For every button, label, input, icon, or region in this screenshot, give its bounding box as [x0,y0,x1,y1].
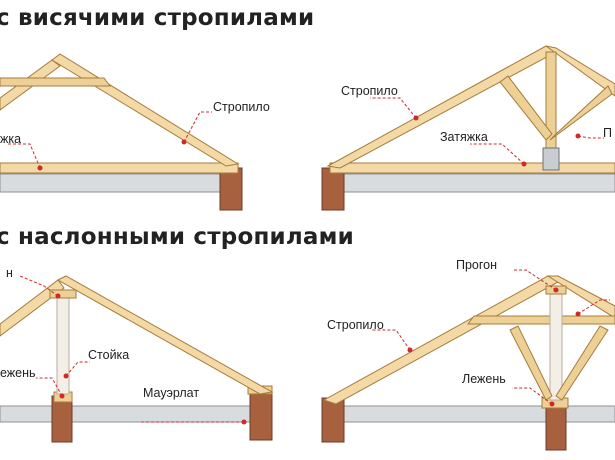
leader-stoyka [65,361,90,377]
leader-rafter [372,329,411,351]
strut-left [509,325,553,401]
stoyka-post [56,297,70,395]
label-top-cut: н [6,266,13,280]
leader-lezhen [512,387,553,405]
leader-tie [8,143,41,169]
label-lezhen: ежень [0,366,36,380]
leader-rafter [183,111,212,143]
label-rafter: Стропило [341,84,398,98]
wall-brick [321,167,345,211]
floor-slab [0,173,229,193]
label-rafter: Стропило [327,318,384,332]
leader-tie [470,143,525,165]
leader-dot [407,347,413,353]
leader-dot [549,401,555,407]
rafter-right [545,45,615,97]
label-progon: Прогон [456,258,498,272]
strut-left [499,75,553,141]
label-stoyka: Стойка [88,348,130,362]
leader-dot [553,287,559,293]
tie-beam [329,162,615,174]
leader-dot [181,139,187,145]
tie-beam [0,162,239,174]
leader-dot [575,133,581,139]
heading-hanging-rafters: с висячими стропилами [0,5,315,31]
diagram-hanging-left [0,53,243,211]
wall-brick-right [249,391,273,441]
leader-dot [63,373,69,379]
diagram-hanging-right [321,45,615,211]
label-tie-beam: Затяжка [440,130,488,144]
floor-slab [0,405,263,423]
leader-dot [521,161,527,167]
leader-top [19,275,59,297]
floor-slab [335,405,615,423]
wall-brick-middle [51,395,73,443]
leader-right [577,135,604,139]
leader-dot [37,165,43,171]
stoyka-post [549,287,563,401]
wall-brick-left [321,397,345,443]
collar-beam [0,77,111,87]
label-tie-beam: жка [0,132,22,146]
floor-slab [335,173,615,193]
leader-dot [55,293,61,299]
collar-beam [467,315,615,325]
label-rafter: Стропило [213,100,270,114]
rafter-left [0,279,65,337]
leader-progon [512,269,557,291]
wall-brick [219,167,243,211]
leader-dot [241,419,247,425]
rafter-right [51,53,240,167]
diagram-layered-left [0,275,274,443]
leader-rafter [370,97,417,119]
label-mauerlat: Мауэрлат [143,386,200,400]
rafter-right [56,275,274,395]
strut-right [549,85,613,141]
leader-lezhen [36,377,63,397]
leader-dot [59,393,65,399]
leader-dot [413,115,419,121]
heading-layered-rafters: с наслонными стропилами [0,224,354,250]
label-lezhen: Лежень [462,372,506,386]
leader-dot [575,311,581,317]
strut-right [555,325,609,401]
diagram-layered-right [321,269,615,451]
ridge-board [49,289,77,299]
label-right-cut: П [603,126,612,140]
metal-hanger [542,147,560,171]
leader-right [577,299,610,315]
wall-brick-middle [545,401,567,451]
